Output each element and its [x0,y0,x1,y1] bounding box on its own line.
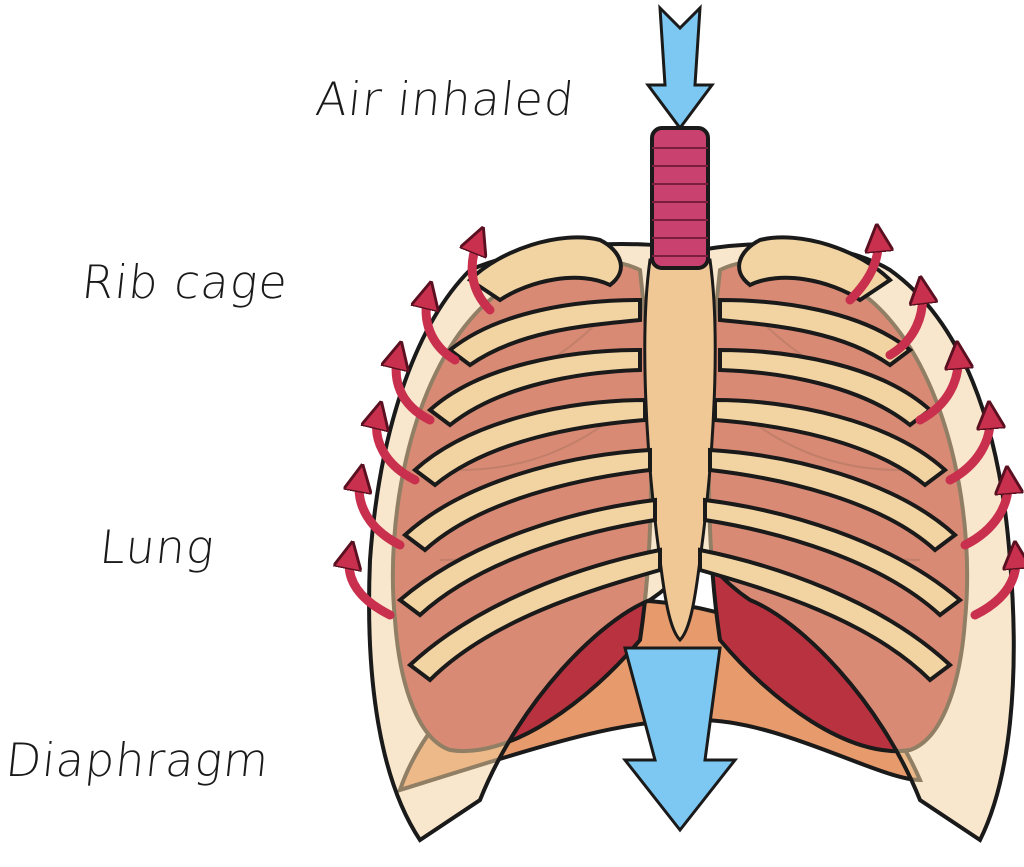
trachea [652,128,708,268]
air-inhaled-arrow [648,8,712,128]
